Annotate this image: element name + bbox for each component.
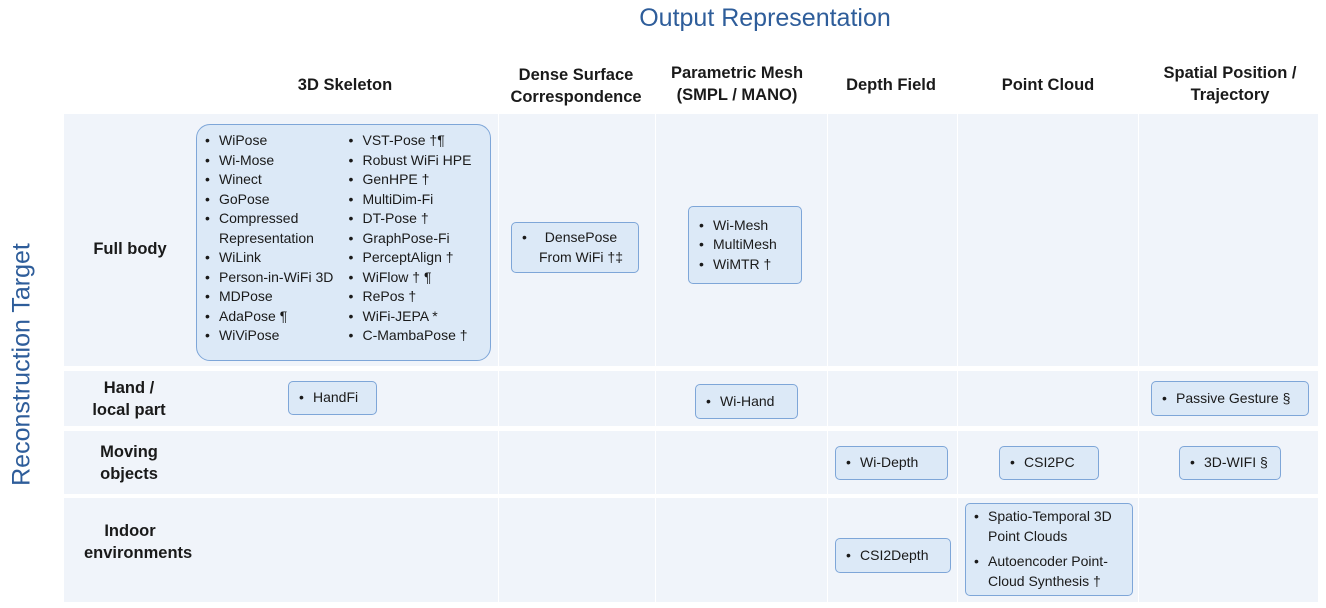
method-item: Wi-Depth [844, 453, 939, 473]
method-item: CSI2Depth [844, 546, 942, 566]
method-list-right: VST-Pose †¶ Robust WiFi HPE GenHPE † Mul… [347, 131, 485, 360]
method-item: DT-Pose † [347, 209, 485, 229]
method-item: AdaPose ¶ [203, 307, 341, 327]
row-header-full-body: Full body [93, 240, 167, 258]
method-item: Autoencoder Point-Cloud Synthesis † [972, 552, 1126, 591]
method-box-hand-spatial: Passive Gesture § [1151, 381, 1309, 416]
method-item: CSI2PC [1008, 453, 1090, 473]
method-item: Person-in-WiFi 3D [203, 268, 341, 288]
method-item: PerceptAlign † [347, 248, 485, 268]
method-item: Wi-Mose [203, 151, 341, 171]
column-divider [655, 114, 656, 602]
method-item: 3D-WIFI § [1188, 453, 1272, 473]
method-box-moving-spatial: 3D-WIFI § [1179, 446, 1281, 480]
method-list-left: WiPose Wi-Mose Winect GoPose Compressed … [203, 131, 341, 360]
method-item: WiFi-JEPA * [347, 307, 485, 327]
method-box-moving-point-cloud: CSI2PC [999, 446, 1099, 480]
method-box-indoor-depth: CSI2Depth [835, 538, 951, 573]
method-box-full-body-dense-surface: DensePose From WiFi †‡ [511, 222, 639, 273]
row-header-moving-objects: Moving objects [100, 443, 158, 483]
method-item: WiLink [203, 248, 341, 268]
method-item: VST-Pose †¶ [347, 131, 485, 151]
method-item: Spatio-Temporal 3D Point Clouds [972, 507, 1126, 546]
column-header-depth-field: Depth Field [846, 76, 936, 94]
method-item: Wi-Hand [704, 392, 789, 412]
method-item: Passive Gesture § [1160, 389, 1300, 409]
method-item: Compressed Representation [203, 209, 341, 248]
method-item: WiMTR † [697, 255, 793, 275]
column-header-dense-surface: Dense Surface Correspondence [510, 66, 642, 106]
column-divider [498, 114, 499, 602]
method-item: RePos † [347, 287, 485, 307]
method-box-hand-3d-skeleton: HandFi [288, 381, 377, 415]
method-box-hand-mesh: Wi-Hand [695, 384, 798, 419]
column-divider [1138, 114, 1139, 602]
method-item: GraphPose-Fi [347, 229, 485, 249]
method-item: MDPose [203, 287, 341, 307]
row-band-moving-objects [64, 431, 1318, 494]
column-header-point-cloud: Point Cloud [1001, 76, 1095, 94]
method-box-full-body-mesh: Wi-Mesh MultiMesh WiMTR † [688, 206, 802, 284]
row-header-indoor: Indoor environments [84, 522, 193, 562]
method-box-indoor-point-cloud: Spatio-Temporal 3D Point Clouds Autoenco… [965, 503, 1133, 596]
method-item: MultiDim-Fi [347, 190, 485, 210]
method-box-full-body-3d-skeleton: WiPose Wi-Mose Winect GoPose Compressed … [196, 124, 491, 361]
column-divider [827, 114, 828, 602]
method-item: C-MambaPose † [347, 326, 485, 346]
column-header-parametric-mesh: Parametric Mesh (SMPL / MANO) [670, 64, 804, 104]
column-divider [957, 114, 958, 602]
method-box-moving-depth: Wi-Depth [835, 446, 948, 480]
side-axis-label: Reconstruction Target [7, 243, 36, 486]
row-header-hand: Hand / local part [92, 379, 166, 419]
method-item: Wi-Mesh [697, 216, 793, 236]
method-item: WiPose [203, 131, 341, 151]
method-item: HandFi [297, 388, 368, 408]
method-item: Winect [203, 170, 341, 190]
row-band-hand [64, 371, 1318, 426]
method-item: GoPose [203, 190, 341, 210]
method-item: MultiMesh [697, 235, 793, 255]
method-item: DensePose From WiFi †‡ [520, 228, 630, 267]
column-header-3d-skeleton: 3D Skeleton [297, 76, 393, 94]
method-item: WiViPose [203, 326, 341, 346]
method-item: GenHPE † [347, 170, 485, 190]
method-item: WiFlow † ¶ [347, 268, 485, 288]
column-header-spatial-position: Spatial Position / Trajectory [1163, 64, 1297, 104]
method-item: Robust WiFi HPE [347, 151, 485, 171]
diagram-title: Output Representation [639, 4, 891, 32]
